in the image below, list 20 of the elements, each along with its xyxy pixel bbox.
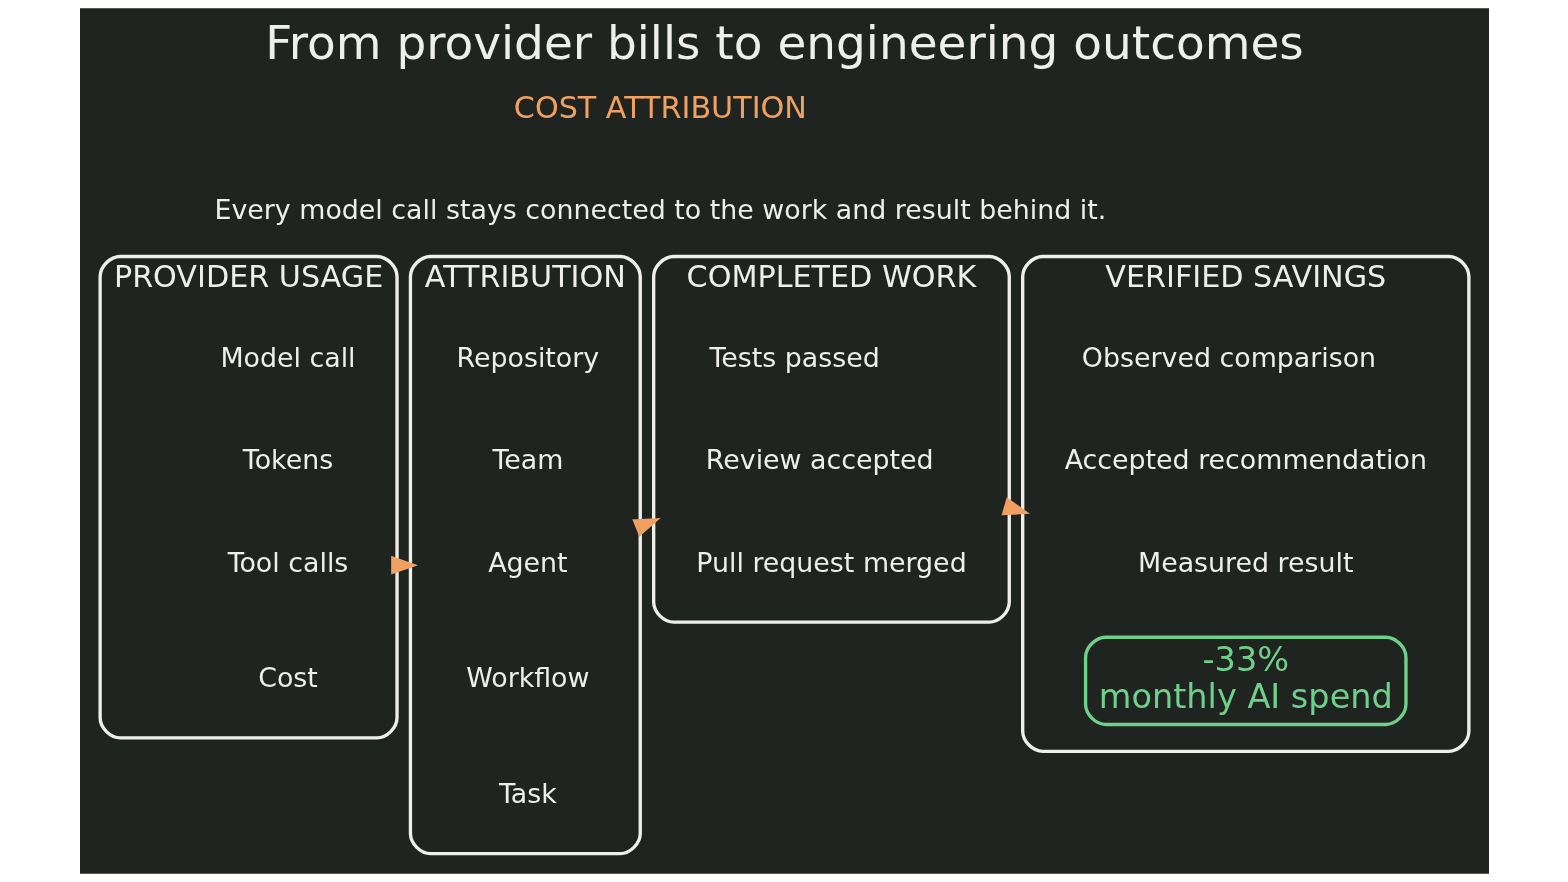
node-text: Team (491, 444, 563, 476)
node-text: Tool calls (227, 546, 348, 578)
node-text: Tests passed (708, 341, 880, 373)
node-text: Measured result (1137, 546, 1354, 578)
node-text: Model call (219, 341, 356, 373)
arrow (390, 555, 418, 575)
node-text: Tokens (242, 444, 333, 476)
node-text: Task (498, 777, 557, 809)
node-box: -33% monthly AI spend (1083, 635, 1408, 727)
node-text: Workflow (465, 662, 589, 694)
node-text: Repository (456, 341, 599, 373)
diagram-title: From provider bills to engineering outcomes (264, 15, 1304, 71)
node-text: Agent (487, 546, 568, 578)
node-text: Observed comparison (1081, 341, 1376, 373)
node-text: Pull request merged (695, 546, 967, 578)
label: COST ATTRIBUTION (513, 89, 807, 125)
node-text: Review accepted (705, 444, 934, 476)
node-text: Accepted recommendation (1064, 444, 1427, 476)
label: Every model call stays connected to the work and result behind it. (214, 194, 1106, 226)
node-text: Cost (257, 662, 318, 694)
